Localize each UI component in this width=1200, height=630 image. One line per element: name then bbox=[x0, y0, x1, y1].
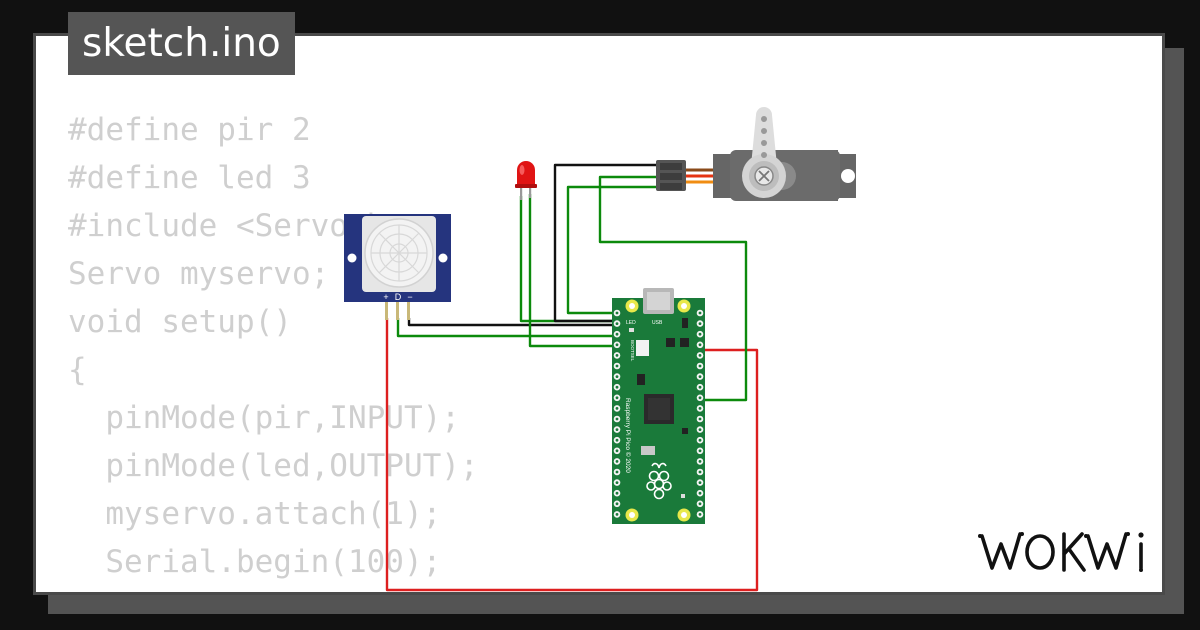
code-line: #include <Servo.h> bbox=[68, 208, 404, 244]
wire-green[interactable] bbox=[528, 194, 618, 348]
pir-label-gnd: − bbox=[407, 292, 412, 302]
wire-green[interactable] bbox=[396, 318, 618, 338]
pico-pin-hole bbox=[615, 449, 619, 453]
pico-pin-hole bbox=[698, 354, 702, 357]
pico-led-label: LED bbox=[626, 320, 636, 326]
code-line: Servo myservo; bbox=[68, 256, 330, 292]
pico-pin-hole bbox=[698, 343, 702, 347]
pico-pin-hole bbox=[615, 491, 619, 495]
pico-pin-hole bbox=[615, 354, 619, 357]
wire-green[interactable] bbox=[566, 185, 658, 315]
pico-pin-hole bbox=[698, 364, 702, 368]
pico-pin-hole bbox=[615, 343, 619, 347]
pico-pin-hole bbox=[698, 322, 702, 325]
pico-pin-hole bbox=[615, 332, 619, 336]
pico-pin-hole bbox=[698, 385, 702, 389]
pico-pin-hole bbox=[698, 481, 702, 484]
code-line: { bbox=[68, 352, 87, 388]
pico-pin-hole bbox=[698, 428, 702, 431]
code-line: pinMode(pir,INPUT); bbox=[68, 400, 460, 436]
wire-green[interactable] bbox=[598, 175, 748, 402]
pico-pin-hole bbox=[615, 470, 619, 474]
pico-pin-hole bbox=[615, 438, 619, 442]
led-icon[interactable] bbox=[515, 161, 537, 200]
pico-pin-hole bbox=[698, 513, 702, 516]
pico-pin-hole bbox=[615, 407, 619, 410]
wokwi-logo bbox=[978, 532, 1144, 572]
pir-label-vcc: + bbox=[383, 292, 388, 302]
pico-pin-hole bbox=[615, 481, 619, 484]
pir-label-data: D bbox=[395, 292, 402, 302]
pico-pin-hole bbox=[615, 428, 619, 431]
pico-pin-hole bbox=[615, 460, 619, 463]
pico-pin-hole bbox=[698, 396, 702, 400]
pico-usb-label: USB bbox=[652, 320, 663, 326]
pico-pin-hole bbox=[615, 311, 619, 315]
pico-pin-hole bbox=[615, 513, 619, 516]
file-tab[interactable]: sketch.ino bbox=[68, 12, 295, 75]
pico-pin-hole bbox=[698, 375, 702, 378]
raspberry-pi-pico[interactable]: LED USB BOOTSEL Raspberry Pi Pico © 2020 bbox=[612, 288, 705, 524]
raspberry-pi-logo-icon bbox=[646, 462, 672, 500]
pir-sensor[interactable]: + D − bbox=[344, 214, 451, 320]
pico-pins bbox=[613, 309, 704, 518]
pico-pin-hole bbox=[698, 502, 702, 506]
wire-black[interactable] bbox=[553, 163, 658, 323]
wire-green[interactable] bbox=[519, 196, 618, 323]
pico-pin-hole bbox=[615, 375, 619, 378]
pico-silkscreen: Raspberry Pi Pico © 2020 bbox=[624, 398, 632, 473]
pico-pin-hole bbox=[698, 470, 702, 474]
wire-red[interactable] bbox=[385, 318, 759, 592]
pico-bootsel-label: BOOTSEL bbox=[630, 340, 635, 362]
pico-pin-hole bbox=[698, 460, 702, 463]
code-line: myservo.attach(1); bbox=[68, 496, 442, 532]
pico-pin-hole bbox=[615, 364, 619, 368]
pico-pin-hole bbox=[698, 438, 702, 442]
pico-pin-hole bbox=[698, 311, 702, 315]
pico-pin-hole bbox=[698, 332, 702, 336]
pico-pin-hole bbox=[698, 407, 702, 410]
pico-pin-hole bbox=[615, 322, 619, 325]
code-line: pinMode(led,OUTPUT); bbox=[68, 448, 479, 484]
servo-horn-icon[interactable] bbox=[742, 107, 786, 198]
pico-pin-hole bbox=[698, 491, 702, 495]
pico-pin-hole bbox=[615, 502, 619, 506]
code-line: void setup() bbox=[68, 304, 292, 340]
wire-black[interactable] bbox=[407, 318, 618, 327]
code-preview: #define pir 2 #define led 3 #include <Serv… bbox=[68, 106, 479, 586]
servo-motor[interactable] bbox=[656, 107, 856, 201]
pico-pin-hole bbox=[615, 385, 619, 389]
pico-pin-hole bbox=[615, 396, 619, 400]
pico-pin-hole bbox=[698, 417, 702, 421]
code-line: #define led 3 bbox=[68, 160, 311, 196]
code-line: #define pir 2 bbox=[68, 112, 311, 148]
wires bbox=[385, 163, 759, 592]
code-line: Serial.begin(100); bbox=[68, 544, 442, 580]
pico-pin-hole bbox=[615, 417, 619, 421]
pico-pin-hole bbox=[698, 449, 702, 453]
